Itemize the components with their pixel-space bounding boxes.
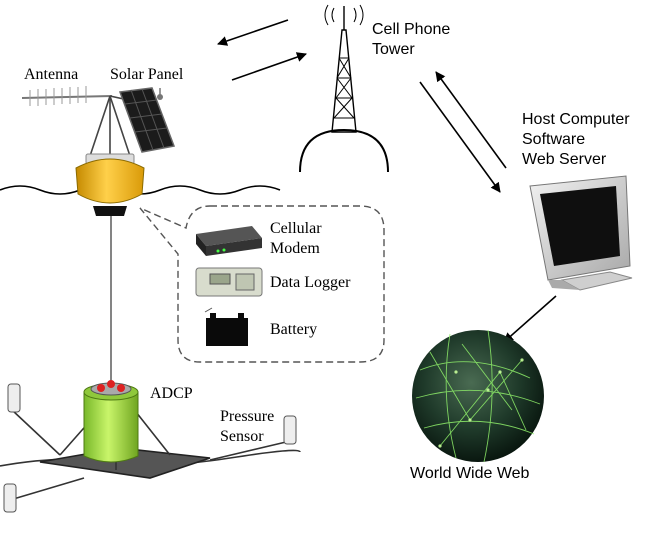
www-label: World Wide Web (410, 465, 530, 482)
host-label-line3: Web Server (522, 151, 607, 168)
cellular-modem-icon (196, 226, 262, 256)
adcp-label: ADCP (150, 385, 193, 402)
battery-icon (204, 307, 248, 346)
data-logger-label: Data Logger (270, 274, 351, 291)
arrow-buoy-to-tower (231, 52, 307, 81)
arrow-tower-to-host (419, 81, 501, 193)
antenna-icon (21, 86, 113, 106)
solar-panel-label: Solar Panel (110, 66, 184, 83)
cell-tower-icon (299, 4, 389, 173)
buoy-icon (75, 153, 145, 216)
host-computer-icon (529, 175, 633, 291)
arrow-host-to-tower (435, 71, 507, 169)
cellular-modem-label-line2: Modem (270, 240, 320, 257)
pressure-sensor-label-line1: Pressure (220, 408, 275, 425)
cell-tower-label-line1: Cell Phone (372, 21, 451, 38)
antenna-label: Antenna (24, 66, 79, 83)
adcp-icon (83, 380, 139, 463)
pressure-sensor-icon (3, 383, 297, 513)
cell-tower-label-line2: Tower (372, 41, 415, 58)
arrow-host-to-globe (503, 295, 557, 343)
battery-label: Battery (270, 321, 318, 338)
host-label-line1: Host Computer (522, 111, 630, 128)
arrow-tower-to-buoy (217, 19, 289, 46)
data-logger-icon (195, 267, 263, 297)
host-label-line2: Software (522, 131, 586, 148)
globe-icon (412, 329, 544, 463)
solar-panel-icon (118, 87, 176, 153)
cellular-modem-label-line1: Cellular (270, 220, 322, 237)
pressure-sensor-label-line2: Sensor (220, 428, 264, 445)
